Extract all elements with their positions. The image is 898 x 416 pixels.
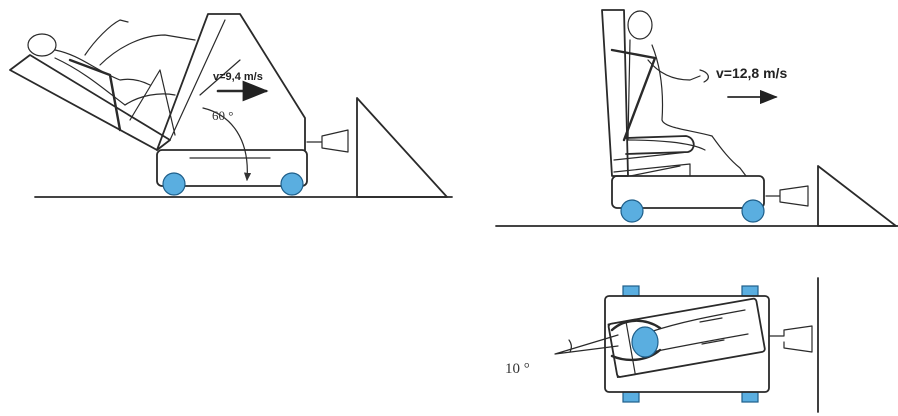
top-view-angle-lines — [554, 334, 619, 355]
left-scene: v=9,4 m/s 60 ° — [9, 13, 453, 198]
top-view-absorber — [769, 325, 813, 353]
left-velocity-label: v=9,4 m/s — [213, 71, 263, 83]
top-view-scene: 10 ° — [505, 277, 819, 413]
left-absorber — [306, 129, 349, 153]
top-view-sled — [604, 295, 770, 393]
left-angle-label: 60 ° — [212, 108, 233, 123]
top-view-seat — [607, 297, 766, 379]
left-seat-frame — [156, 13, 306, 151]
left-seat-back — [9, 54, 171, 151]
right-rear-wheel — [741, 199, 765, 223]
left-occupant — [27, 19, 196, 132]
top-view-wheel-front-right — [741, 285, 759, 297]
right-seat-cushion — [625, 135, 695, 155]
top-view-head — [631, 326, 659, 358]
left-rear-wheel — [280, 172, 304, 196]
right-barrier — [817, 165, 897, 227]
left-front-wheel — [162, 172, 186, 196]
left-angle-arc — [202, 107, 252, 182]
right-scene: v=12,8 m/s — [495, 9, 898, 227]
right-sled-base — [611, 175, 765, 209]
right-front-wheel — [620, 199, 644, 223]
left-barrier — [356, 97, 448, 198]
top-view-wheel-rear-right — [741, 391, 759, 403]
top-view-occupant — [610, 309, 749, 362]
top-view-angle-arc — [568, 339, 572, 353]
left-frame-struts — [129, 19, 241, 141]
right-velocity-label: v=12,8 m/s — [716, 65, 787, 81]
right-occupant — [610, 10, 747, 177]
right-seat-frame — [613, 151, 691, 177]
right-absorber — [765, 185, 809, 207]
right-seat-back — [601, 9, 629, 177]
left-sled-base — [156, 149, 308, 187]
top-view-angle-label: 10 ° — [505, 361, 530, 377]
top-view-wheel-front-left — [622, 285, 640, 297]
top-view-wheel-rear-left — [622, 391, 640, 403]
